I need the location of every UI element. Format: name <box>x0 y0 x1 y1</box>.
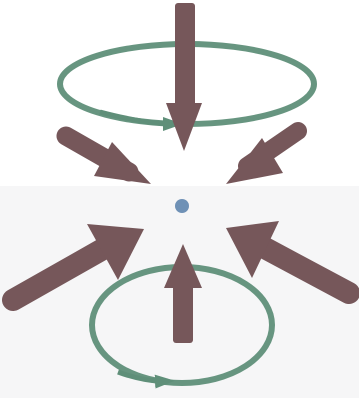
bottom-vertical-arrow <box>164 244 202 343</box>
bottom-loop-direction-icon <box>118 372 168 381</box>
upper-right-arrow <box>226 131 298 184</box>
lower-left-arrow <box>13 224 144 300</box>
upper-left-arrow <box>66 136 151 184</box>
center-point-icon <box>175 199 189 213</box>
top-vertical-arrow <box>166 3 202 151</box>
